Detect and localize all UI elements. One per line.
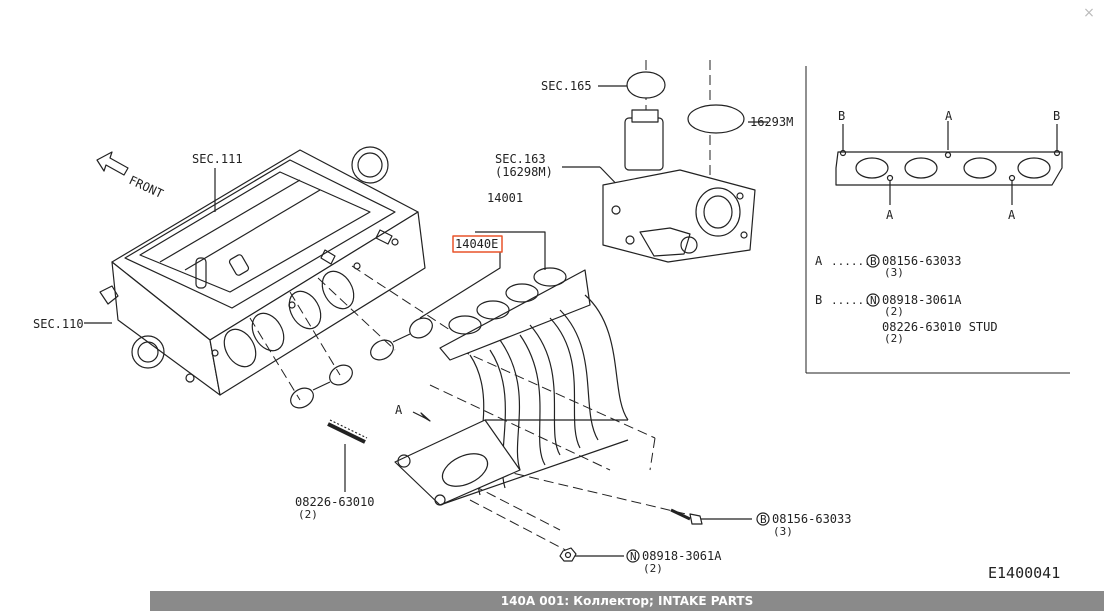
label-view-a: A (395, 403, 403, 417)
cylinder-head (99, 146, 426, 396)
label-bolt-qty: (3) (773, 525, 793, 538)
legend-row-b-symbol: N (870, 294, 877, 307)
legend-row-a-qty: (3) (884, 266, 904, 279)
label-sec111: SEC.111 (192, 152, 243, 166)
label-14040e: 14040E (455, 237, 498, 251)
legend-row-a-symbol: B (870, 255, 877, 268)
label-stud-code: 08226-63010 (295, 495, 374, 509)
label-sec165: SEC.165 (541, 79, 592, 93)
legend-label-a-left: A (886, 208, 894, 222)
bolt-icon (689, 513, 703, 525)
legend-row-b-qty: (2) (884, 305, 904, 318)
legend-row-b-dots: ...... (831, 294, 871, 307)
legend-bolt-symbol-circle (866, 254, 880, 268)
legend-label-a-top: A (945, 109, 953, 123)
legend-row-a-dots: ...... (831, 255, 871, 268)
legend-row-b-letter: B (815, 293, 822, 307)
label-bolt-code: 08156-63033 (772, 512, 851, 526)
diagram-code: E1400041 (988, 564, 1061, 582)
label-front: FRONT (127, 173, 166, 201)
label-nut-code: 08918-3061A (642, 549, 722, 563)
label-sec110: SEC.110 (33, 317, 84, 331)
legend-label-b-right: B (1053, 109, 1060, 123)
bolt-symbol: B (760, 513, 767, 526)
nut-symbol-circle (626, 549, 640, 563)
front-arrow-icon (96, 151, 129, 176)
bolt-symbol-circle (756, 512, 770, 526)
label-stud-qty: (2) (298, 508, 318, 521)
label-16293m: 16293M (750, 115, 793, 129)
intake-manifold (394, 267, 629, 506)
legend-stud-qty: (2) (884, 332, 904, 345)
close-button[interactable]: × (1083, 5, 1095, 21)
legend-label-b-left: B (838, 109, 845, 123)
legend-row-b-code: 08918-3061A (882, 293, 962, 307)
view-arrow-icon (420, 412, 431, 422)
legend-label-a-right: A (1008, 208, 1016, 222)
label-nut-qty: (2) (643, 562, 663, 575)
legend-nut-symbol-circle (866, 293, 880, 307)
caption-bar: 140A 001: Коллектор; INTAKE PARTS (150, 591, 1104, 611)
nut-icon (559, 547, 577, 562)
highlight-box (452, 235, 503, 253)
label-sec163-sub: (16298M) (495, 165, 553, 179)
label-14001: 14001 (487, 191, 523, 205)
legend-stud-code: 08226-63010 STUD (882, 320, 998, 334)
legend-row-a-letter: A (815, 254, 823, 268)
legend-row-a-code: 08156-63033 (882, 254, 961, 268)
parts-diagram: SEC.111 FRONT SEC.110 SEC.165 16293M SEC… (33, 60, 1070, 575)
throttle-body (602, 71, 756, 263)
label-sec163: SEC.163 (495, 152, 546, 166)
nut-symbol: N (630, 550, 637, 563)
